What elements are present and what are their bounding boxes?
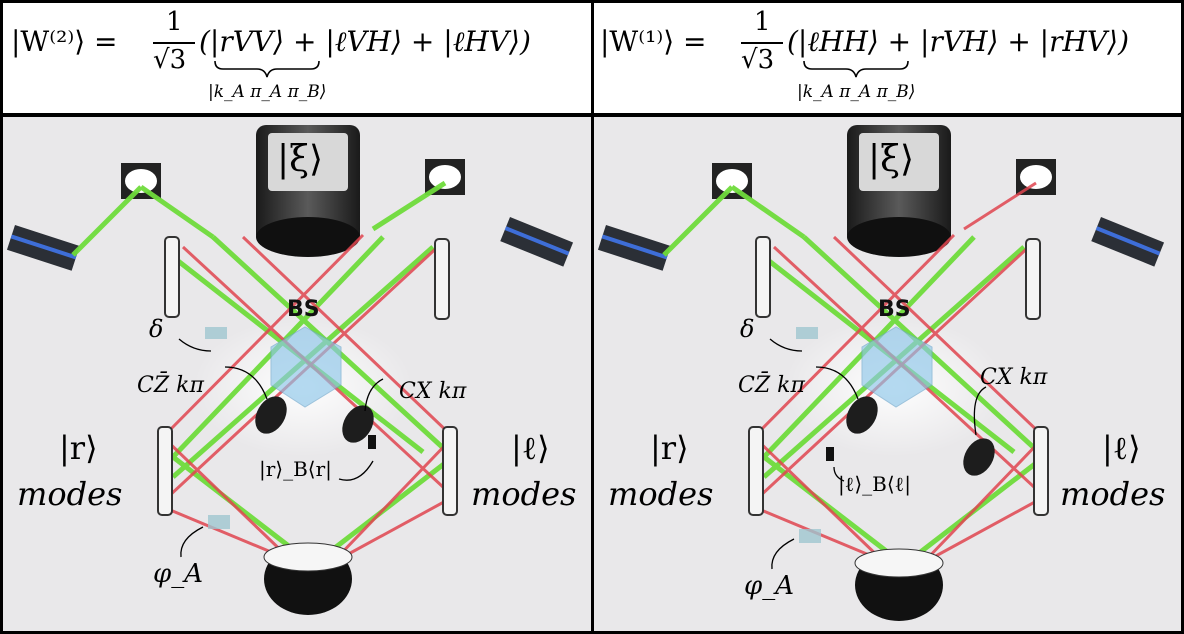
equation-divider <box>0 113 1184 117</box>
right-equation-box: |W⁽¹⁾⟩ = 1 √3 (|ℓHH⟩ + |rVH⟩ + |rHV⟩) |k… <box>594 3 1181 113</box>
left-underbrace <box>214 60 320 78</box>
right-equation-rhs: (|ℓHH⟩ + |rVH⟩ + |rHV⟩) <box>787 25 1129 58</box>
left-brace-label: |k_A π_A π_B⟩ <box>208 82 327 102</box>
left-setup-drawing <box>6 125 574 615</box>
left-equation-box: |W⁽²⁾⟩ = 1 √3 (|rVV⟩ + |ℓVH⟩ + |ℓHV⟩) |k… <box>3 3 591 113</box>
right-r-modes: modes <box>608 475 714 513</box>
left-cz-label: CZ̄ kπ <box>137 373 204 398</box>
right-l-modes: modes <box>1060 475 1166 513</box>
right-r-ket: |r⟩ <box>650 429 689 467</box>
left-r-modes: modes <box>17 475 123 513</box>
right-equation-lhs: |W⁽¹⁾⟩ = <box>600 25 707 58</box>
right-setup-drawing <box>597 125 1165 621</box>
right-cz-label: CZ̄ kπ <box>738 373 805 398</box>
right-delta-label: δ <box>740 315 755 343</box>
left-delta-label: δ <box>149 315 164 343</box>
left-equation-frac-num: 1 <box>166 7 183 37</box>
right-phi-label: φ_A <box>744 571 794 601</box>
left-r-ket: |r⟩ <box>59 429 98 467</box>
right-underbrace <box>803 60 909 78</box>
left-equation-frac-bar <box>153 42 195 44</box>
left-phi-label: φ_A <box>153 559 203 589</box>
right-projector-label: |ℓ⟩_B⟨ℓ| <box>838 472 911 496</box>
left-equation-frac-den: √3 <box>153 45 187 75</box>
left-l-ket: |ℓ⟩ <box>511 429 550 467</box>
left-projector-label: |r⟩_B⟨r| <box>259 457 332 481</box>
left-l-modes: modes <box>471 475 577 513</box>
right-optical-scene: |ξ⟩ BS δ CZ̄ kπ CX kπ |r⟩ modes |ℓ⟩ mode… <box>594 117 1181 631</box>
right-equation-frac-den: √3 <box>741 45 775 75</box>
right-panel-frame <box>591 0 1184 634</box>
right-brace-label: |k_A π_A π_B⟩ <box>797 82 916 102</box>
left-cx-label: CX kπ <box>399 379 467 404</box>
right-cx-label: CX kπ <box>980 365 1048 390</box>
right-l-ket: |ℓ⟩ <box>1102 429 1141 467</box>
left-equation-lhs: |W⁽²⁾⟩ = <box>11 25 118 58</box>
right-bs-label: BS <box>878 297 911 322</box>
left-bs-label: BS <box>287 297 320 322</box>
right-equation-frac-num: 1 <box>754 7 771 37</box>
left-equation-rhs: (|rVV⟩ + |ℓVH⟩ + |ℓHV⟩) <box>199 25 531 58</box>
left-xi-label: |ξ⟩ <box>277 139 324 180</box>
right-equation-frac-bar <box>741 42 783 44</box>
left-optical-scene: |ξ⟩ BS δ CZ̄ kπ CX kπ |r⟩ modes |ℓ⟩ mode… <box>3 117 591 631</box>
right-xi-label: |ξ⟩ <box>868 139 915 180</box>
